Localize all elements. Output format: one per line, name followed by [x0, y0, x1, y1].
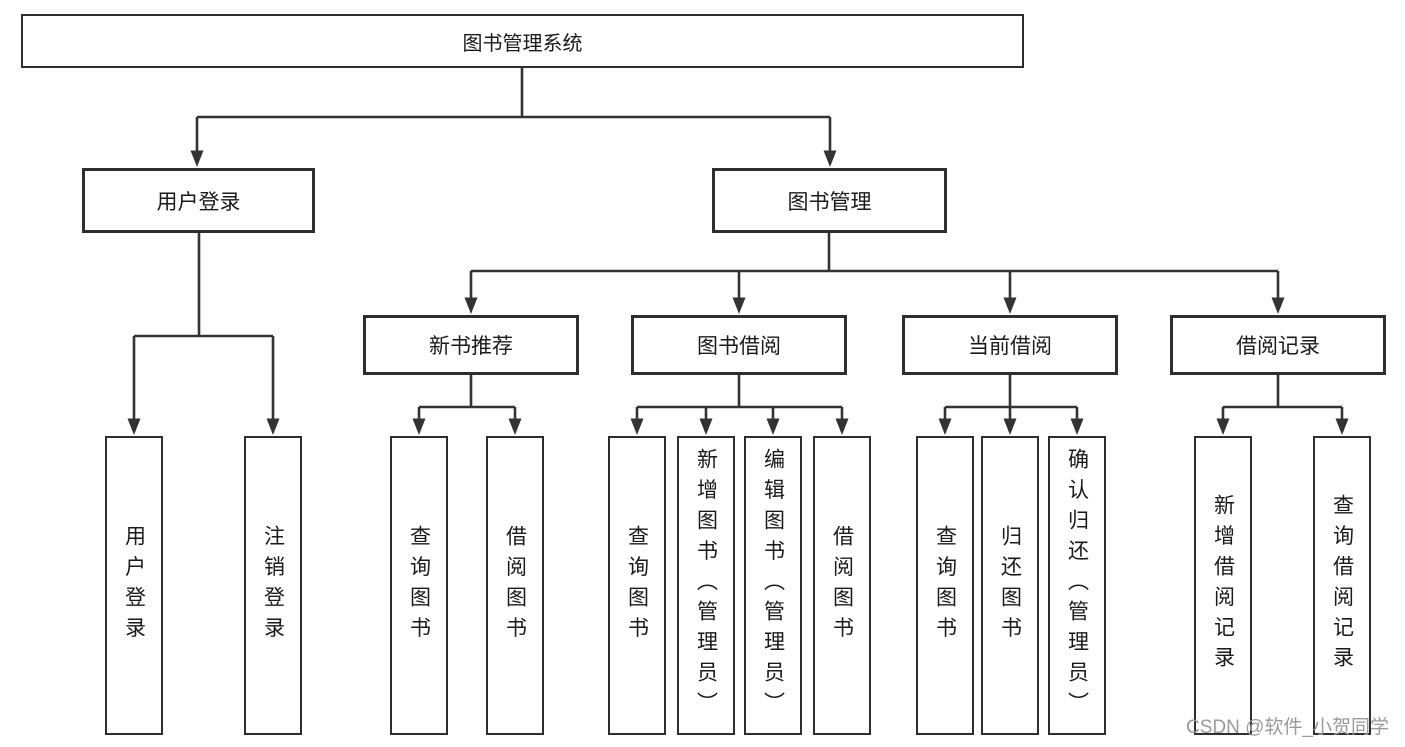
connector-current-to-leaves	[938, 375, 1084, 435]
leaf-label: 用户登录	[122, 524, 146, 647]
node-book-management: 图书管理	[712, 168, 947, 233]
leaf-label: 注销登录	[261, 524, 285, 647]
leaf-label: 查询图书	[625, 524, 649, 647]
leaf-label: 编辑图书（管理员）	[761, 448, 785, 723]
leaf-logout: 注销登录	[244, 436, 302, 735]
node-library-system: 图书管理系统	[21, 14, 1024, 68]
connector-user-login-to-leaves	[127, 233, 280, 435]
leaf-records-query-record: 查询借阅记录	[1313, 436, 1371, 735]
leaf-label: 归还图书	[998, 524, 1022, 647]
leaf-borrow-borrow-book: 借阅图书	[813, 436, 871, 735]
leaf-borrow-query-book: 查询图书	[608, 436, 666, 735]
connector-book-management-to-level3	[464, 233, 1285, 314]
leaf-label: 查询借阅记录	[1330, 494, 1354, 677]
leaf-label: 查询图书	[407, 524, 431, 647]
leaf-current-confirm-return-admin: 确认归还（管理员）	[1048, 436, 1106, 735]
connector-records-to-leaves	[1216, 375, 1349, 435]
leaf-label: 新增借阅记录	[1211, 494, 1235, 677]
leaf-recommend-borrow-book: 借阅图书	[486, 436, 544, 735]
leaf-current-query-book: 查询图书	[916, 436, 974, 735]
node-current-borrow: 当前借阅	[902, 315, 1118, 375]
leaf-records-add-record: 新增借阅记录	[1194, 436, 1252, 735]
leaf-current-return-book: 归还图书	[981, 436, 1039, 735]
connector-recommend-to-leaves	[412, 375, 522, 435]
node-new-book-recommend: 新书推荐	[363, 315, 579, 375]
leaf-label: 确认归还（管理员）	[1065, 448, 1089, 723]
leaf-user-login: 用户登录	[105, 436, 163, 735]
connector-borrow-to-leaves	[630, 375, 849, 435]
leaf-borrow-add-book-admin: 新增图书（管理员）	[677, 436, 735, 735]
node-user-login: 用户登录	[82, 168, 315, 233]
leaf-recommend-query-book: 查询图书	[390, 436, 448, 735]
leaf-label: 新增图书（管理员）	[694, 448, 718, 723]
connector-root-to-level2	[190, 68, 837, 167]
leaf-borrow-edit-book-admin: 编辑图书（管理员）	[744, 436, 802, 735]
leaf-label: 借阅图书	[830, 524, 854, 647]
node-borrow-records: 借阅记录	[1170, 315, 1386, 375]
leaf-label: 借阅图书	[503, 524, 527, 647]
node-book-borrow: 图书借阅	[631, 315, 847, 375]
leaf-label: 查询图书	[933, 524, 957, 647]
csdn-watermark: CSDN @软件_小贺同学	[1186, 717, 1389, 738]
